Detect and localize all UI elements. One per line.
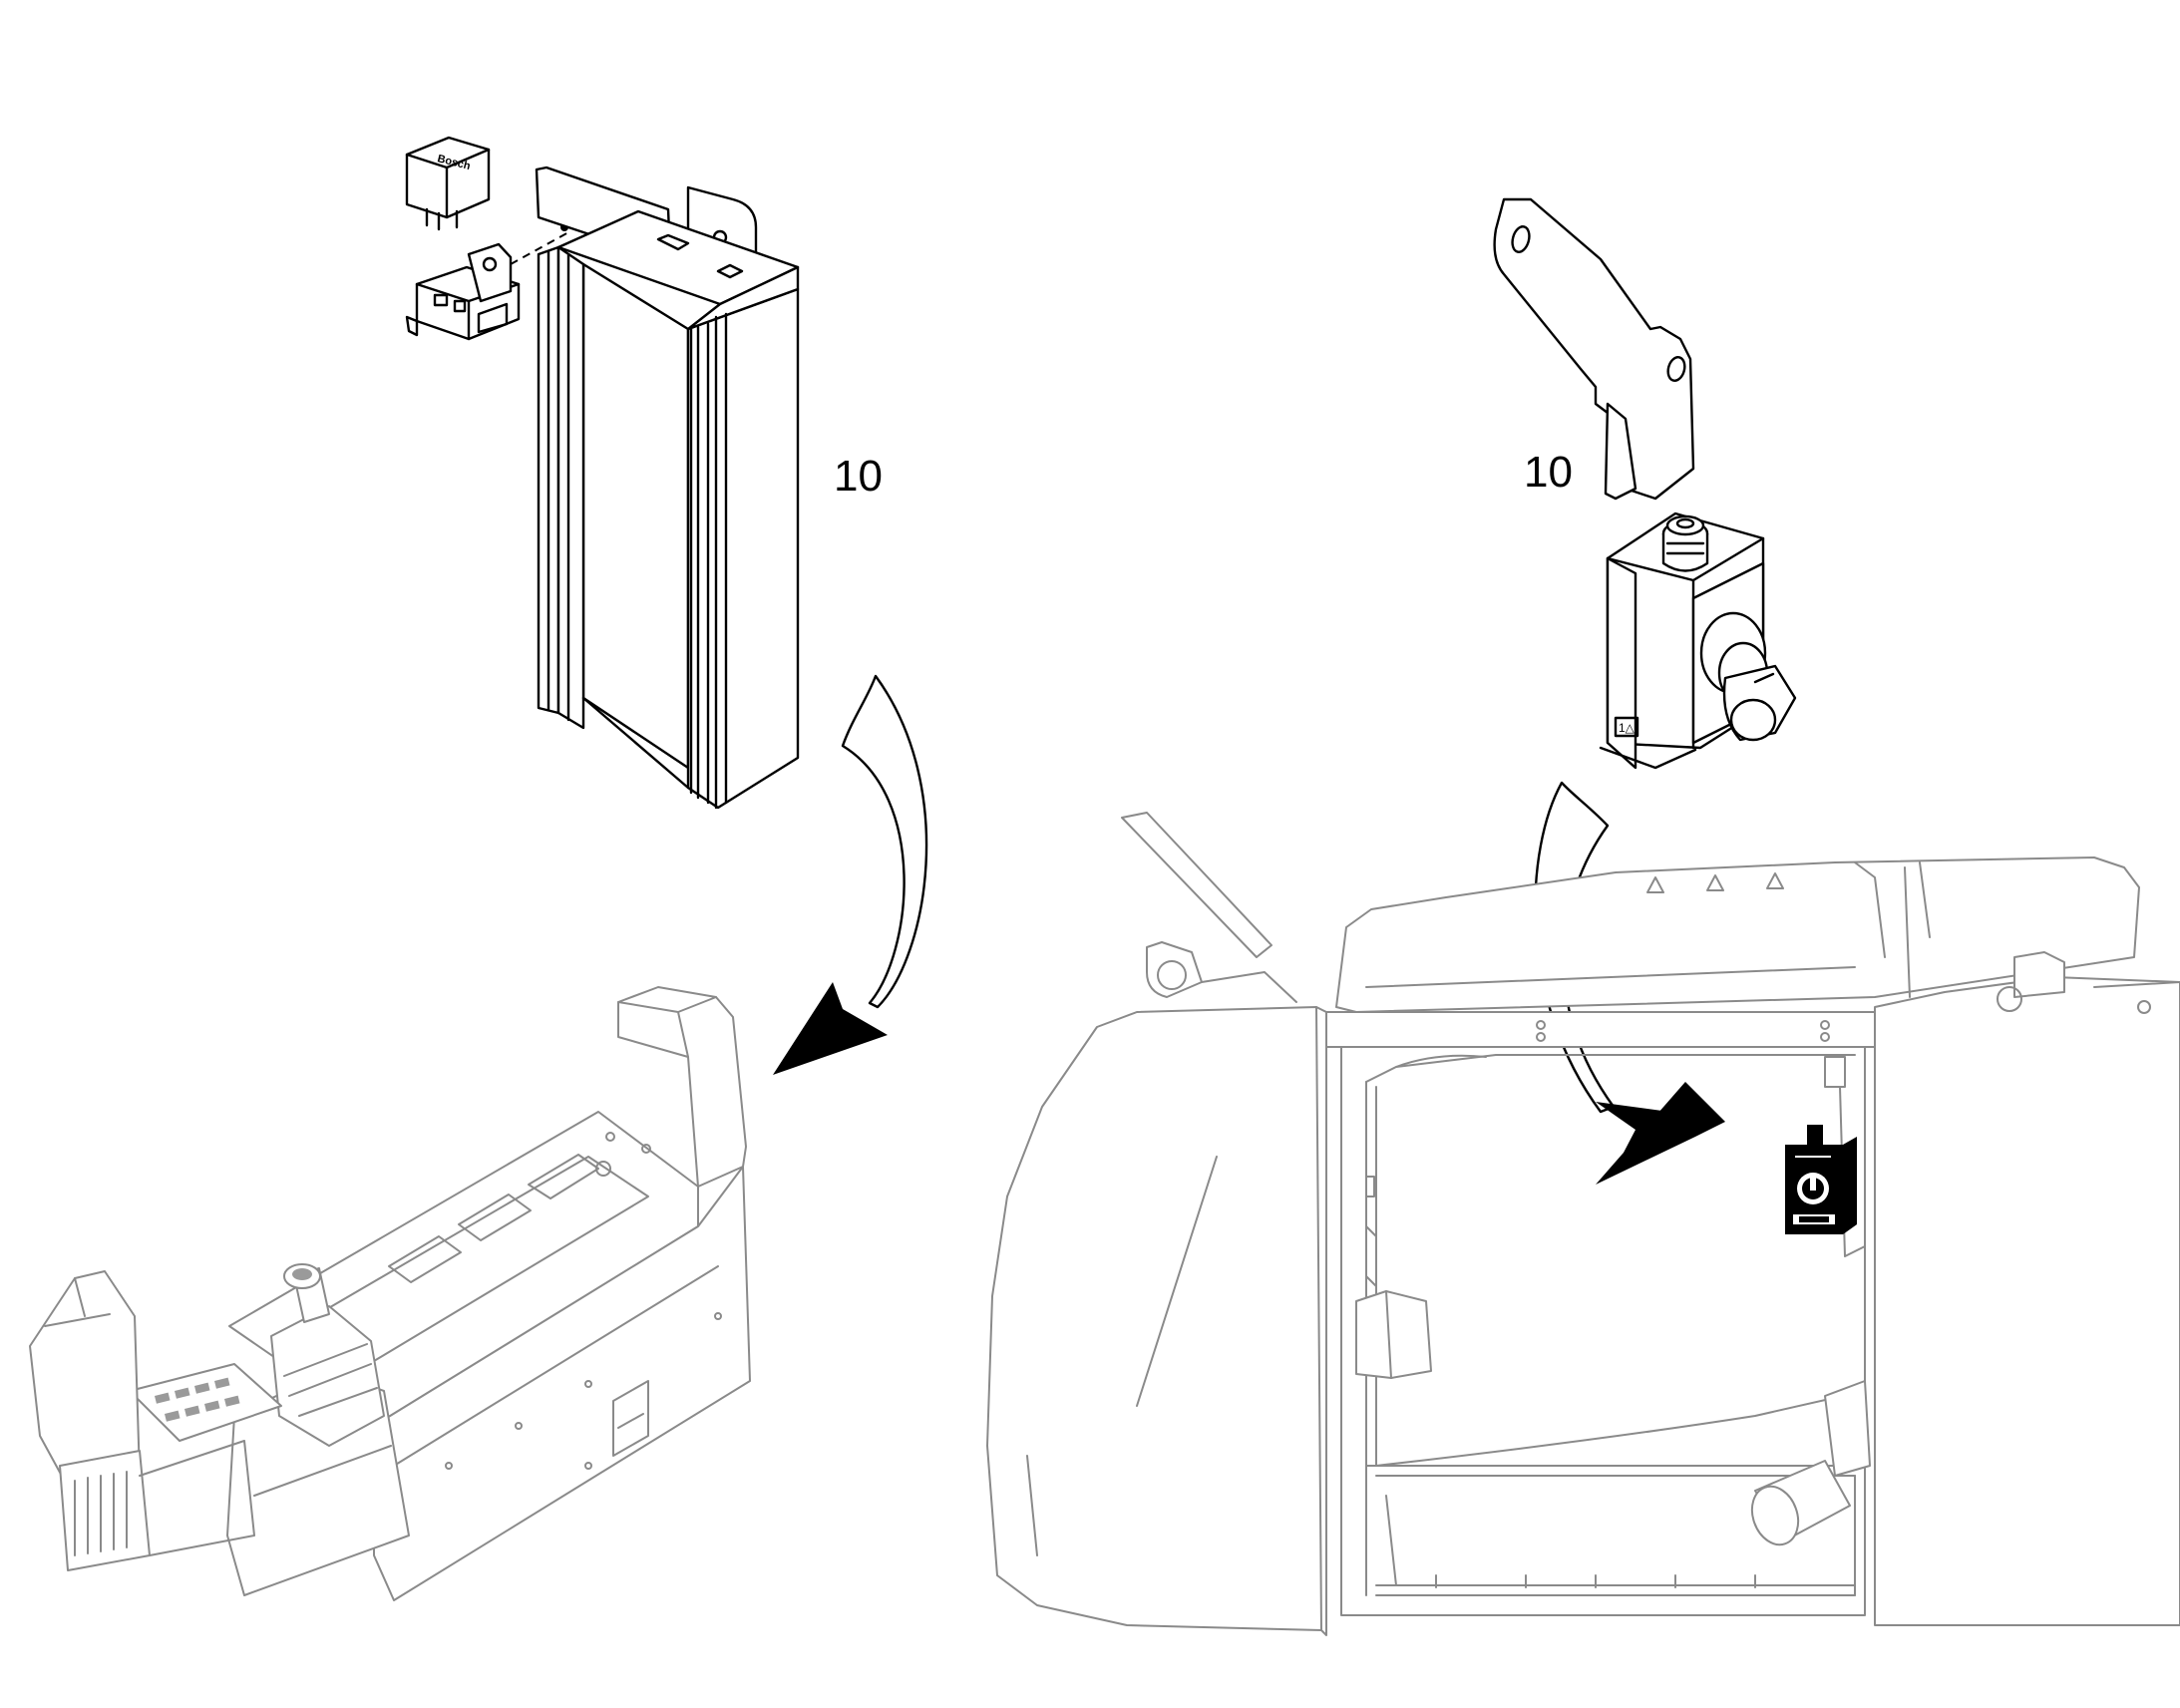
callout-label-right: 10 [1524, 448, 1573, 497]
svg-text:1△: 1△ [1619, 721, 1635, 735]
relay-socket [405, 242, 521, 341]
relay-module-assembly: Bosch [405, 136, 800, 810]
installed-key-switch [1785, 1125, 1857, 1234]
relay-cube: Bosch [405, 136, 491, 231]
left-curved-arrow [773, 674, 928, 1075]
module-side [686, 287, 800, 810]
callout-label-left: 10 [834, 452, 883, 501]
module-front [581, 262, 690, 770]
machine-compartment [986, 812, 2180, 1636]
mounting-dash-line [510, 230, 571, 265]
switch-bracket-assembly: 1△ [1493, 197, 1797, 770]
control-console [29, 986, 751, 1601]
